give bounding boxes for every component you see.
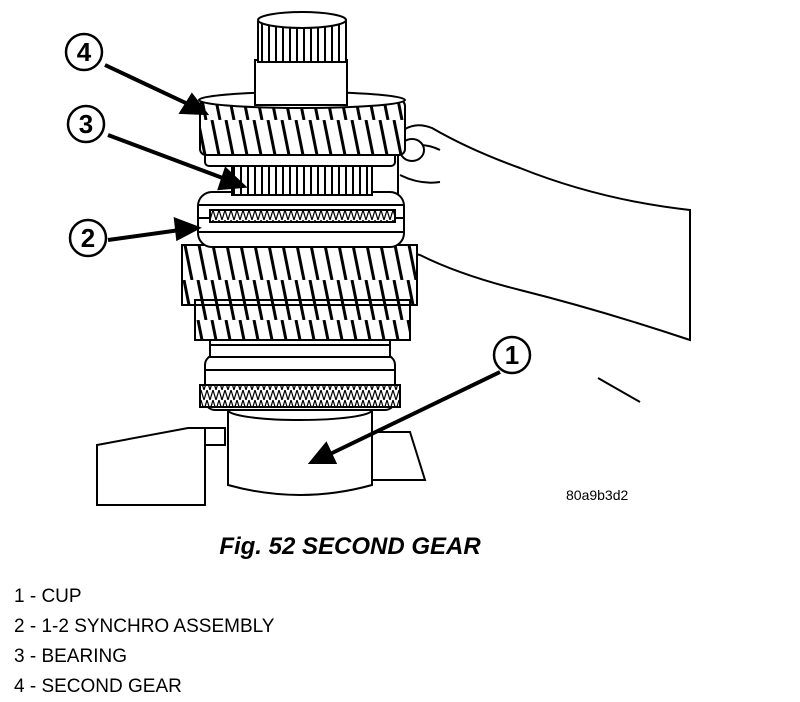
callout-2: 2 (68, 218, 108, 258)
figure-caption: Fig. 52 SECOND GEAR (219, 533, 481, 560)
synchro-assembly (197, 191, 405, 248)
svg-text:3: 3 (79, 109, 93, 139)
output-shaft (254, 11, 348, 106)
cup (227, 399, 373, 496)
legend-item-bearing: 3 - BEARING (14, 646, 127, 667)
callout-1: 1 (492, 335, 532, 375)
legend-item-synchro-assembly: 2 - 1-2 SYNCHRO ASSEMBLY (14, 616, 275, 637)
svg-text:4: 4 (77, 37, 92, 67)
helical-gear-large (181, 244, 418, 341)
leader-arrows (104, 63, 501, 464)
legend-item-second-gear: 4 - SECOND GEAR (14, 676, 182, 697)
hand (397, 124, 691, 403)
lower-stack (199, 334, 401, 411)
figure-code: 80a9b3d2 (566, 487, 629, 503)
gear-assembly-illustration: 4 3 2 1 (64, 11, 691, 506)
legend-item-cup: 1 - CUP (14, 586, 82, 607)
press-base (96, 427, 427, 506)
callout-4: 4 (64, 32, 104, 72)
legend-list: 1 - CUP 2 - 1-2 SYNCHRO ASSEMBLY 3 - BEA… (14, 582, 274, 702)
svg-text:1: 1 (505, 340, 519, 370)
callout-3: 3 (66, 104, 106, 144)
svg-text:2: 2 (81, 223, 95, 253)
